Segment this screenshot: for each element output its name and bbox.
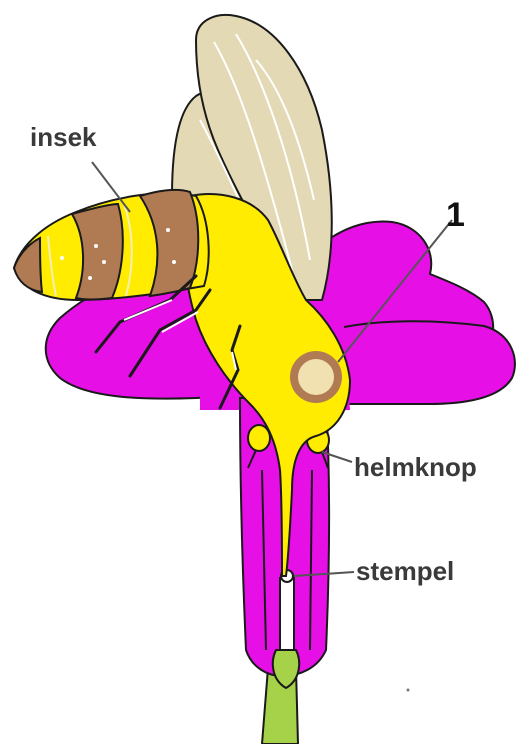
pistil-style <box>280 578 294 650</box>
flower-lower-right-petal <box>330 321 515 404</box>
anther-left <box>248 425 270 451</box>
label-anther: helmknop <box>354 452 477 482</box>
label-insect: insek <box>30 122 97 152</box>
stray-dot <box>407 689 410 692</box>
label-pistil: stempel <box>356 556 454 586</box>
label-number-1: 1 <box>446 196 465 234</box>
pollen-ball-icon <box>290 351 342 403</box>
bee-abdomen-tip <box>14 238 42 292</box>
